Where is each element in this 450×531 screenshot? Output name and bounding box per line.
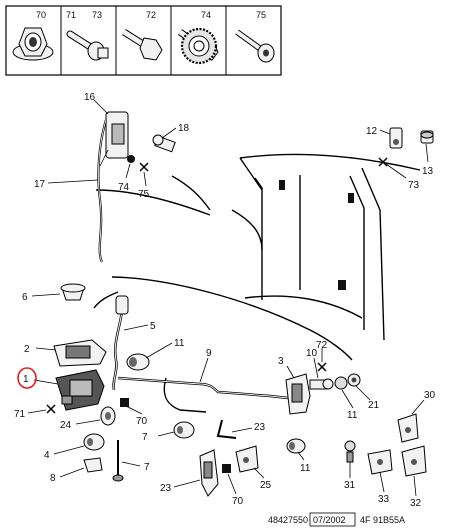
header-num-74: 74	[201, 10, 211, 20]
part-18-rod	[97, 119, 108, 263]
part-19-bolt	[152, 134, 176, 153]
header-num-75: 75	[256, 10, 266, 20]
callout-30: 30	[424, 390, 436, 401]
spacer-bolt-icon	[66, 30, 109, 61]
callout-16: 13	[422, 166, 434, 177]
callout-2: 2	[24, 344, 30, 355]
part-6-clip	[60, 283, 86, 301]
part-23-latch	[199, 449, 219, 497]
part-71-cross	[46, 404, 56, 414]
callout-32: 32	[410, 498, 422, 509]
part-70-nut	[120, 398, 129, 407]
callout-25: 25	[260, 480, 272, 491]
callout-21: 21	[368, 400, 380, 411]
callout-71: 71	[14, 409, 26, 420]
footer-date: 07/2002	[313, 515, 346, 525]
callout-73: 73	[408, 180, 420, 191]
part-3-lock	[285, 373, 311, 415]
callout-70: 70	[136, 416, 148, 427]
leader-lines	[27, 99, 429, 497]
callout-11-lower: 11	[300, 463, 311, 474]
callout-15: 12	[366, 126, 378, 137]
part-13-washer	[334, 376, 348, 390]
callout-70-lower: 70	[232, 496, 244, 507]
part-12-bolt	[309, 378, 334, 390]
part-33-plate	[367, 449, 393, 475]
part-21-nut	[347, 373, 361, 387]
callout-13: 11	[347, 410, 358, 421]
screw-icon	[235, 29, 275, 63]
callout-31: 31	[344, 480, 356, 491]
part-11-clip-upper	[126, 353, 150, 371]
part-75-cross	[139, 162, 149, 172]
callout-8: 8	[50, 473, 56, 484]
part-8-clip	[83, 457, 103, 473]
part-11-clip-lower	[286, 438, 306, 454]
callout-7: 7	[144, 462, 150, 473]
callout-17: 16	[84, 92, 96, 103]
part-25-bracket	[235, 445, 259, 473]
header-num-71: 71	[66, 10, 76, 20]
header-num-72: 72	[146, 10, 156, 20]
part-73-cross	[378, 157, 388, 167]
callout-1-highlight	[17, 367, 37, 389]
footer: 48427550 07/2002 4F 91B55A	[268, 512, 405, 527]
part-70-nut-lower	[222, 464, 231, 473]
header-strip: 70 71 73 72 74 75	[5, 5, 282, 76]
callout-74: 74	[118, 182, 130, 193]
part-74-washer	[127, 155, 135, 163]
callout-11-upper: 11	[174, 338, 185, 349]
callouts: 16 17 18 74 75 12 13 73 6 5 2 11 9 3 10 …	[14, 92, 436, 509]
callout-24: 23	[254, 422, 266, 433]
callout-19: 18	[178, 123, 190, 134]
part-10-bush	[173, 421, 195, 439]
part-4-bush	[83, 433, 105, 451]
van-body-outline	[93, 153, 421, 413]
callout-4: 4	[44, 450, 50, 461]
callout-3: 3	[278, 356, 284, 367]
part-17-striker	[99, 111, 129, 167]
part-1-inner-handle	[55, 369, 105, 411]
callout-9: 9	[206, 348, 212, 359]
callout-75: 75	[138, 189, 150, 200]
part-26-grommet	[100, 406, 116, 426]
flanged-nut-icon	[12, 27, 54, 61]
hex-bolt-icon	[122, 29, 163, 61]
part-7-rod	[112, 440, 124, 482]
part-15-hinge	[389, 127, 403, 149]
callout-10: 7	[142, 432, 148, 443]
callout-26: 24	[60, 420, 72, 431]
footer-ref: 48427550	[268, 515, 308, 525]
callout-33: 33	[378, 494, 390, 505]
part-24-link	[216, 419, 237, 439]
serrated-washer-icon	[180, 27, 218, 65]
part-30-hinge	[397, 413, 419, 443]
callout-5: 5	[150, 321, 156, 332]
callout-12: 10	[306, 348, 318, 359]
callout-72: 72	[316, 340, 328, 351]
callout-1: 1	[23, 374, 29, 385]
callout-6: 6	[22, 292, 28, 303]
footer-code: 4F 91B55A	[360, 515, 405, 525]
part-16-buffer	[420, 130, 434, 144]
header-num-73: 73	[92, 10, 102, 20]
part-31-stud	[344, 440, 356, 463]
callout-23: 23	[160, 483, 172, 494]
part-72-cross	[317, 362, 327, 372]
header-num-70: 70	[36, 10, 46, 20]
part-2-bezel	[53, 339, 107, 367]
part-32-plate	[401, 445, 427, 477]
callout-18: 17	[34, 179, 46, 190]
